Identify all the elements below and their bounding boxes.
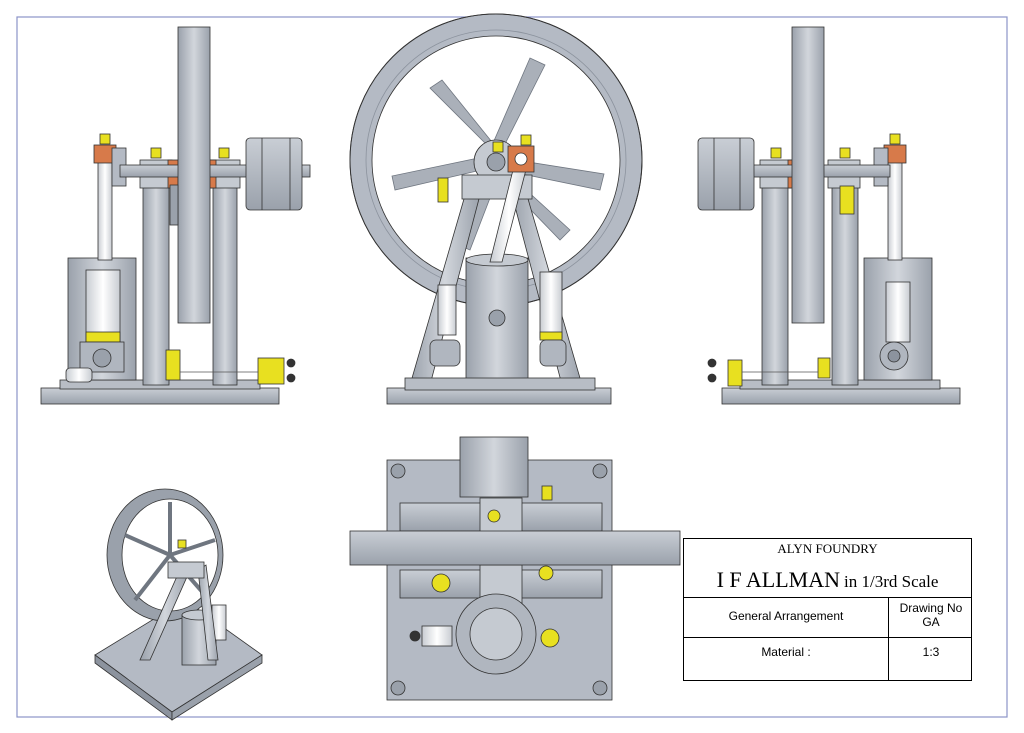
scale-value: 1:3 (922, 645, 940, 659)
title-divider (684, 597, 971, 598)
title-block: ALYN FOUNDRY I F ALLMAN in 1/3rd Scale G… (683, 538, 972, 681)
drawing-no-value: GA (922, 615, 940, 629)
drawing-title-suffix: in 1/3rd Scale (844, 572, 939, 591)
material-label: Material : (761, 645, 811, 659)
company-name: ALYN FOUNDRY (777, 541, 878, 556)
drawing-title: I F ALLMAN in 1/3rd Scale (684, 563, 971, 597)
drawing-no-label: Drawing No (899, 601, 963, 615)
plan-view (349, 436, 681, 701)
column-divider (888, 597, 889, 680)
rear-elevation-view (697, 26, 961, 405)
row-divider (684, 637, 971, 638)
drawing-name: General Arrangement (728, 609, 844, 623)
front-elevation-view (40, 26, 311, 405)
isometric-view (94, 488, 263, 721)
end-elevation-view (349, 13, 643, 405)
drawing-title-main: I F ALLMAN (716, 567, 841, 592)
